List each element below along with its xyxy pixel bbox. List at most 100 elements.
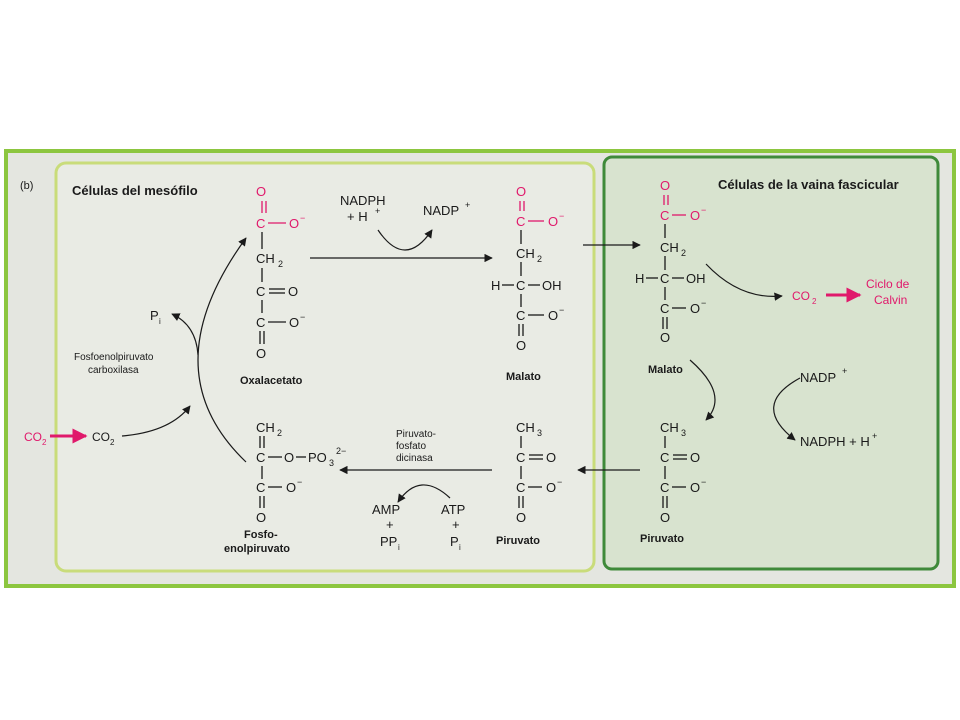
svg-text:C: C (660, 480, 669, 495)
pi-label: P (150, 308, 159, 323)
malate-sheath-label: Malato (648, 364, 683, 376)
svg-text:+: + (375, 206, 380, 216)
sheath-nadp-plus: NADP (800, 370, 836, 385)
svg-text:+: + (465, 200, 470, 210)
amp-label: AMP (372, 502, 400, 517)
sheath-nadph-h: NADPH + H (800, 434, 870, 449)
svg-text:CH: CH (660, 240, 679, 255)
enzyme-line1: Fosfoenolpiruvato (74, 352, 154, 363)
svg-text:O: O (286, 480, 296, 495)
mesophyll-title: Células del mesófilo (72, 183, 198, 198)
svg-text:OH: OH (686, 271, 706, 286)
oxalo-c2: C (256, 284, 265, 299)
svg-text:H: H (491, 278, 500, 293)
oxaloacetate-label: Oxalacetato (240, 375, 303, 387)
pep-structure: CH 2 C O PO 3 2− C O − O Fosfo- enolpiru… (224, 420, 346, 555)
pyruvate-sheath-structure: CH 3 C O C O − O Piruvato (640, 420, 706, 545)
svg-text:+: + (386, 517, 394, 532)
svg-text:C: C (256, 450, 265, 465)
calvin-line1: Ciclo de (866, 277, 910, 291)
svg-text:−: − (701, 205, 706, 215)
ppi-label: PP (380, 534, 397, 549)
oxalo-o-minus2: O (289, 315, 299, 330)
svg-text:O: O (516, 184, 526, 199)
atp-amp-curve (397, 484, 451, 503)
svg-text:C: C (660, 271, 669, 286)
oxaloacetate-structure: O C O − CH 2 C O C O − O Oxalacetato (240, 184, 305, 387)
svg-text:O: O (690, 301, 700, 316)
ppdk-line1: Piruvato- (396, 429, 436, 440)
svg-text:i: i (159, 317, 161, 326)
svg-text:−: − (701, 477, 706, 487)
svg-text:O: O (546, 450, 556, 465)
oxalo-o-minus: O (289, 216, 299, 231)
svg-text:O: O (690, 208, 700, 223)
panel-letter: (b) (20, 180, 33, 192)
svg-text:+: + (872, 431, 877, 441)
svg-text:i: i (459, 543, 461, 552)
svg-text:2: 2 (537, 254, 542, 264)
svg-text:−: − (701, 298, 706, 308)
svg-text:+: + (452, 517, 460, 532)
svg-text:3: 3 (537, 428, 542, 438)
co2-in-label-2: CO (92, 430, 110, 444)
svg-text:−: − (297, 477, 302, 487)
pep-label-line1: Fosfo- (244, 529, 278, 541)
svg-text:2: 2 (277, 428, 282, 438)
nadph-curve-arrow (377, 229, 433, 251)
svg-text:O: O (660, 330, 670, 345)
svg-text:+: + (842, 366, 847, 376)
malate-mesophyll-structure: O C O − CH 2 H C OH C O − O Malato (491, 184, 564, 383)
svg-text:CH: CH (660, 420, 679, 435)
svg-text:C: C (660, 208, 669, 223)
svg-text:O: O (546, 480, 556, 495)
svg-text:C: C (660, 450, 669, 465)
nadph-label: NADPH (340, 193, 386, 208)
nadp-plus-label: NADP (423, 203, 459, 218)
calvin-line2: Calvin (874, 293, 907, 307)
svg-text:3: 3 (329, 458, 334, 468)
svg-text:O: O (690, 480, 700, 495)
svg-text:OH: OH (542, 278, 562, 293)
pyruvate-mesophyll-structure: CH 3 C O C O − O Piruvato (496, 420, 562, 547)
co2-entry-arrow (121, 405, 191, 437)
svg-text:i: i (398, 543, 400, 552)
oxalo-o-bottom: O (256, 346, 266, 361)
svg-text:−: − (557, 477, 562, 487)
bundle-sheath-title: Células de la vaina fascicular (718, 177, 899, 192)
h-plus-label: + H (347, 209, 368, 224)
co2-in-label: CO (24, 430, 42, 444)
svg-text:−: − (559, 305, 564, 315)
svg-text:3: 3 (681, 428, 686, 438)
svg-text:2: 2 (278, 259, 283, 269)
oxalo-c1: C (256, 216, 265, 231)
ppdk-line3: dicinasa (396, 453, 433, 464)
svg-text:−: − (300, 312, 305, 322)
bundle-sheath-panel (602, 155, 940, 571)
pi2-label: P (450, 534, 459, 549)
atp-label: ATP (441, 502, 465, 517)
svg-text:C: C (516, 278, 525, 293)
oxalo-o-top: O (256, 184, 266, 199)
svg-text:O: O (256, 510, 266, 525)
svg-text:H: H (635, 271, 644, 286)
svg-text:2: 2 (110, 438, 115, 447)
svg-text:2: 2 (42, 438, 47, 447)
svg-text:C: C (516, 450, 525, 465)
svg-text:O: O (516, 338, 526, 353)
pyruvate-sheath-label: Piruvato (640, 533, 684, 545)
co2-release-arrow (705, 263, 783, 301)
svg-text:O: O (660, 510, 670, 525)
pep-carboxylase-arrow (197, 237, 247, 463)
svg-text:CH: CH (516, 246, 535, 261)
co2-out-label: CO (792, 289, 810, 303)
oxalo-eq-o: O (288, 284, 298, 299)
svg-text:CH: CH (256, 420, 275, 435)
pep-label-line2: enolpiruvato (224, 543, 290, 555)
oxalo-c3: C (256, 315, 265, 330)
ppdk-line2: fosfato (396, 441, 426, 452)
svg-text:O: O (284, 450, 294, 465)
svg-text:O: O (690, 450, 700, 465)
svg-text:C: C (660, 301, 669, 316)
